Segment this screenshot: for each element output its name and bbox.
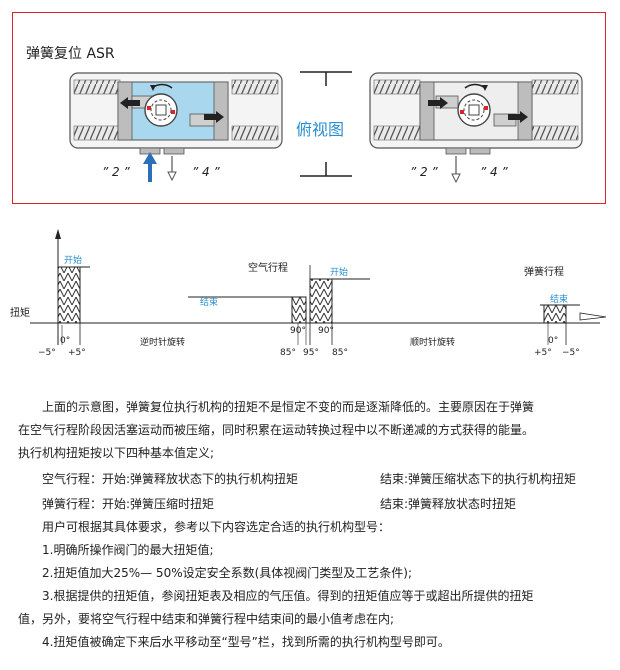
tick-plus5-right: +5° xyxy=(534,348,552,358)
right-port-2-label: ” 2 ” xyxy=(410,165,438,179)
right-actuator-spring-bottom-right xyxy=(531,125,579,141)
air-stroke-start-definition: 空气行程：开始:弹簧释放状态下的执行机构扭矩 xyxy=(42,472,299,486)
para-1-line-2: 在空气行程阶段因活塞运动而被压缩，同时积累在运动转换过程中以不断递减的方式获得的… xyxy=(18,423,535,437)
ccw-rotation-label: 逆时针旋转 xyxy=(140,336,185,348)
tick-85-a: 85° xyxy=(280,348,296,358)
para-1-line-1: 上面的示意图，弹簧复位执行机构的扭矩不是恒定不变的而是逐渐降低的。主要原因在于弹… xyxy=(42,400,535,414)
top-view-marker xyxy=(300,71,352,177)
torque-curve-diagram: 扭矩 开始 空气行程 结束 开始 弹簧行程 结束 逆时针旋转 顺时针旋转 0° … xyxy=(10,229,607,358)
explanation-text: 上面的示意图，弹簧复位执行机构的扭矩不是恒定不变的而是逐渐降低的。主要原因在于弹… xyxy=(18,396,606,465)
air-stroke-end-definition: 结束:弹簧压缩状态下的执行机构扭矩 xyxy=(380,472,577,486)
spring-reversal-block xyxy=(309,278,333,324)
spring-stroke-end-block xyxy=(543,304,567,324)
spring-stroke-end-label: 结束 xyxy=(550,293,568,305)
air-stroke-end-block xyxy=(291,296,307,324)
left-actuator-motion-arrow-left xyxy=(120,97,140,109)
tick-90-a: 90° xyxy=(290,326,306,336)
tick-plus5-left: +5° xyxy=(68,348,86,358)
step-1: 1.明确所操作阀门的最大扭矩值; xyxy=(42,543,214,557)
left-actuator-spring-bottom-left xyxy=(73,125,121,141)
tick-minus5-right: −5° xyxy=(562,348,580,358)
air-stroke-start-block xyxy=(57,266,81,324)
para-1-line-3: 执行机构扭矩按以下四种基本值定义; xyxy=(18,446,215,460)
step-3-line-2: 值，另外，要将空气行程中结束和弹簧行程中结束间的最小值考虑在内; xyxy=(18,612,395,626)
tick-0-left: 0° xyxy=(60,336,70,346)
left-actuator-motion-arrow-right xyxy=(204,111,224,123)
right-actuator-motion-arrow-right xyxy=(508,111,528,123)
asr-title: 弹簧复位 ASR xyxy=(26,46,115,62)
spring-stroke-end-definition: 结束:弹簧释放状态时扭矩 xyxy=(380,497,517,511)
tick-0-right: 0° xyxy=(548,336,558,346)
right-port-4-label: ” 4 ” xyxy=(480,165,508,179)
right-actuator-motion-arrow-left xyxy=(428,97,448,109)
tick-85-b: 85° xyxy=(332,348,348,358)
right-actuator-spring-top-left xyxy=(373,79,421,95)
step-2: 2.扭矩值加大25%— 50%设定安全系数(具体视阀门类型及工艺条件); xyxy=(42,566,413,580)
top-view-label: 俯视图 xyxy=(296,120,345,139)
right-actuator xyxy=(369,72,583,184)
left-actuator-spring-bottom-right xyxy=(231,125,279,141)
left-actuator-spring-top-right xyxy=(231,79,279,95)
cw-rotation-label: 顺时针旋转 xyxy=(410,336,455,348)
spring-stroke-start-definition: 弹簧行程：开始:弹簧压缩时扭矩 xyxy=(42,497,215,511)
left-port-2-label: ” 2 ” xyxy=(102,165,130,179)
torque-y-label: 扭矩 xyxy=(10,306,30,319)
step-3-line-1: 3.根据提供的扭矩值，参阅扭矩表及相应的气压值。得到的扭矩值应等于或超出所提供的… xyxy=(42,589,534,603)
air-stroke-label: 空气行程 xyxy=(248,261,288,274)
baseline-arrow xyxy=(579,312,607,321)
left-actuator xyxy=(69,72,283,182)
air-stroke-start-label: 开始 xyxy=(64,254,82,266)
asr-diagram-frame xyxy=(12,12,606,204)
tick-95: 95° xyxy=(303,348,319,358)
spring-stroke-label: 弹簧行程 xyxy=(524,265,564,278)
tick-minus5-left: −5° xyxy=(38,348,56,358)
tick-90-b: 90° xyxy=(318,326,334,336)
step-4: 4.扭矩值被确定下来后水平移动至“型号”栏，找到所需的执行机构型号即可。 xyxy=(42,635,450,649)
selection-steps: 用户可根据其具体要求，参考以下内容选定合适的执行机构型号： 1.明确所操作阀门的… xyxy=(18,516,606,654)
right-actuator-spring-top-right xyxy=(531,79,579,95)
air-stroke-end-label: 结束 xyxy=(200,296,218,308)
left-actuator-spring-top-left xyxy=(73,79,121,95)
right-actuator-spring-bottom-left xyxy=(373,125,421,141)
spring-stroke-start-label: 开始 xyxy=(330,266,348,278)
asr-actuator-illustrations xyxy=(69,71,583,184)
selection-intro: 用户可根据其具体要求，参考以下内容选定合适的执行机构型号： xyxy=(42,520,391,534)
left-port-4-label: ” 4 ” xyxy=(192,165,220,179)
